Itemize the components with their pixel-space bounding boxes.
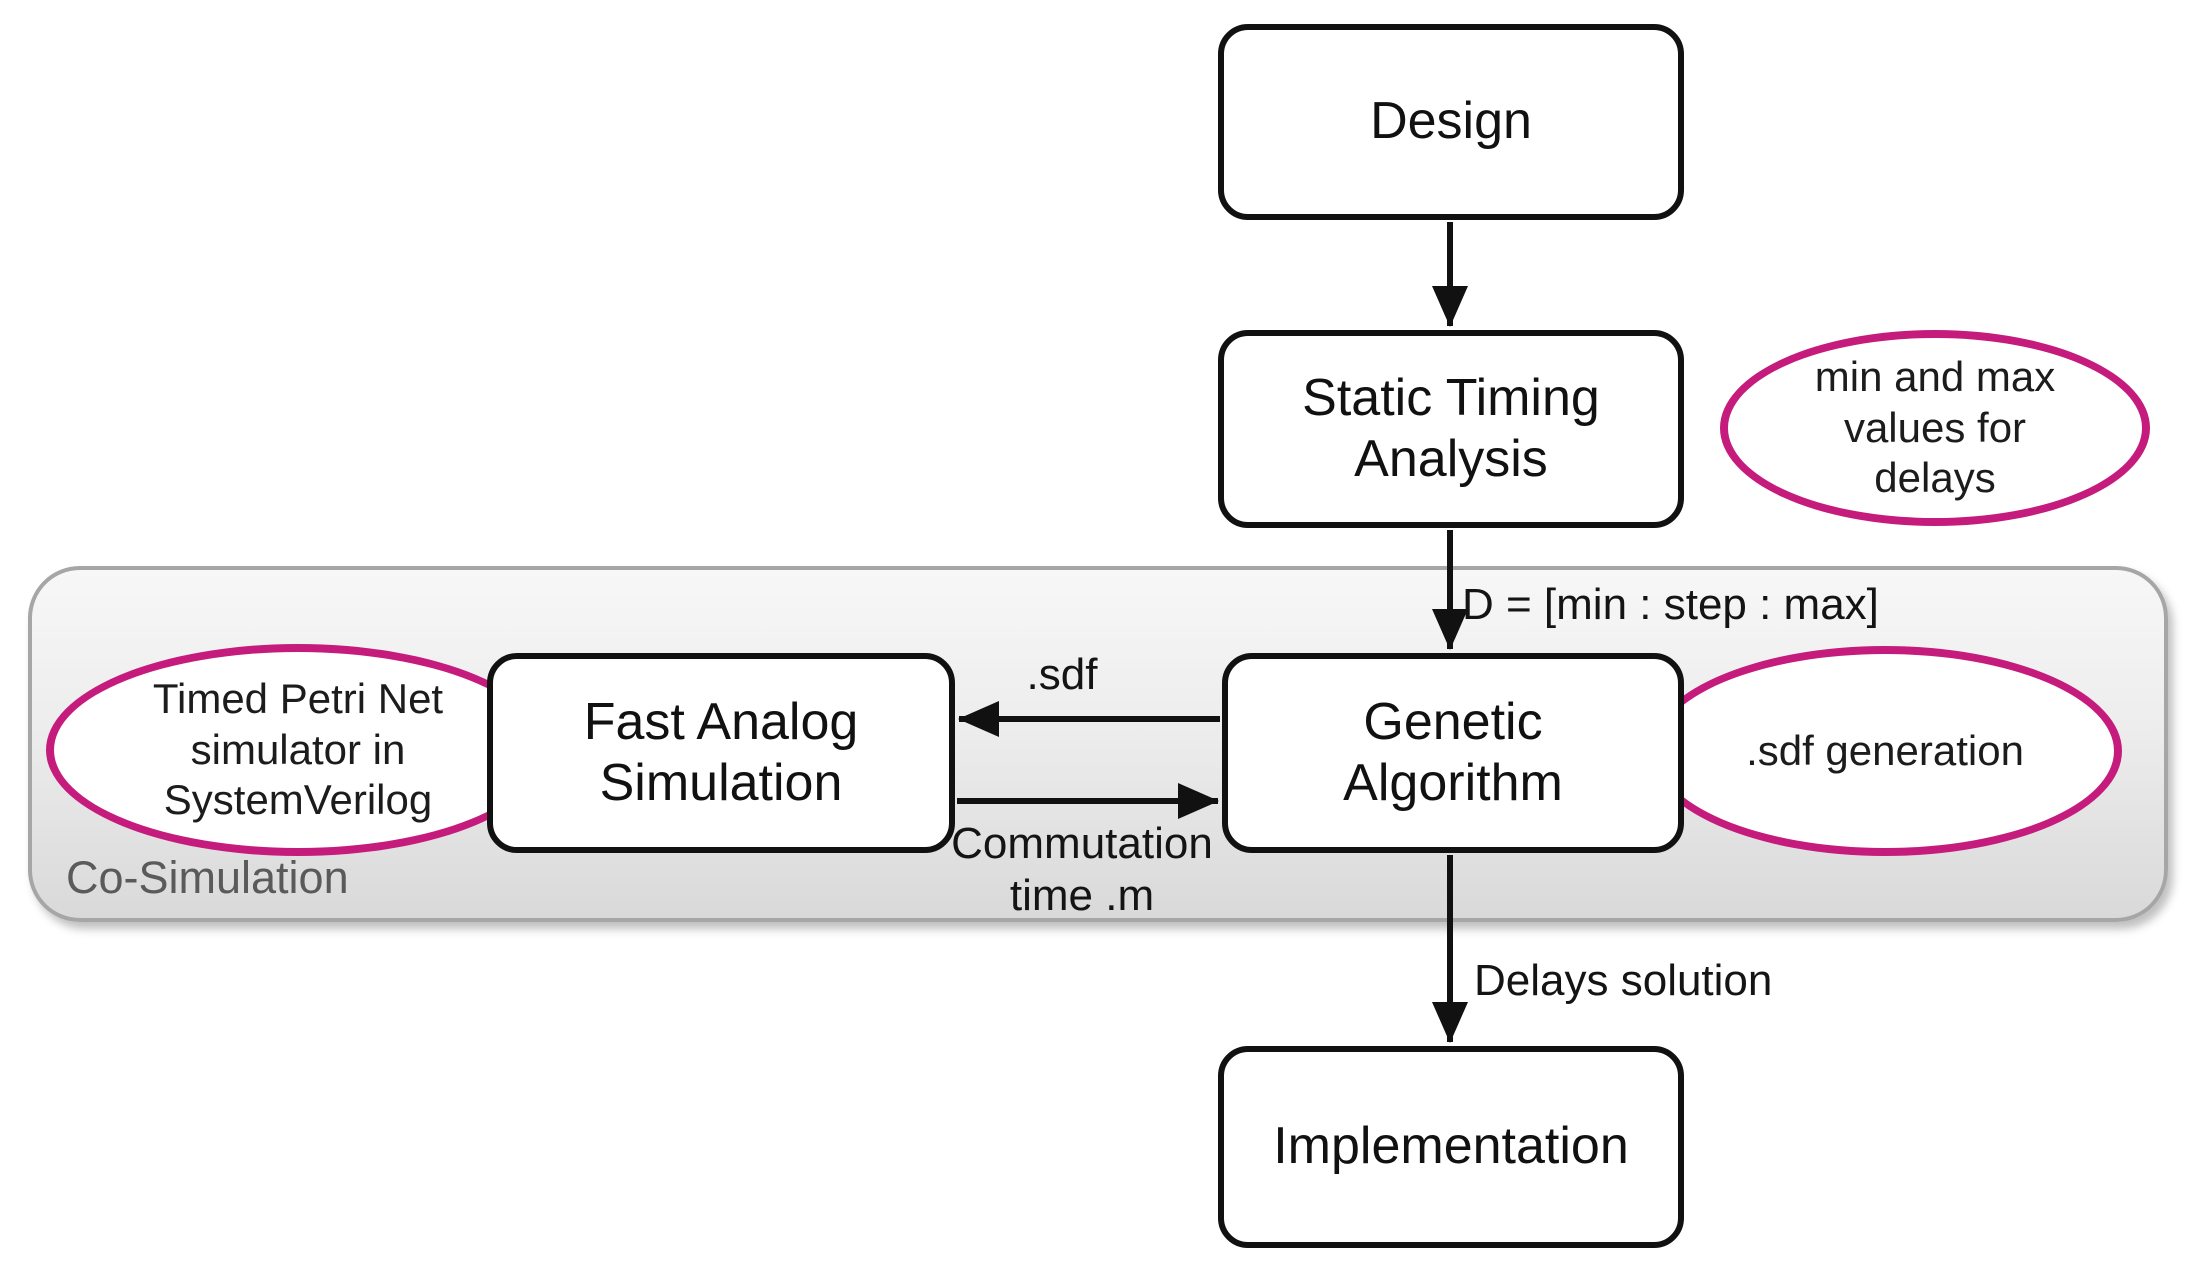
co-simulation-label: Co-Simulation [66,852,349,903]
node-static-timing-analysis-label: Static Timing Analysis [1302,368,1600,488]
edge-label-commutation-time: Commutation time .m [951,819,1213,920]
annotation-timed-petri-net: Timed Petri Net simulator in SystemVeril… [46,644,550,856]
node-design-label: Design [1370,92,1532,151]
edge-label-d-range: D = [min : step : max] [1462,580,1879,629]
node-fast-analog-simulation-label: Fast Analog Simulation [583,692,859,812]
node-genetic-algorithm: Genetic Algorithm [1222,653,1684,853]
annotation-sdf-generation-label: .sdf generation [1746,726,2024,774]
edge-label-delays-solution: Delays solution [1474,956,1773,1005]
node-design: Design [1218,24,1684,220]
annotation-sdf-generation: .sdf generation [1648,646,2122,856]
node-fast-analog-simulation: Fast Analog Simulation [487,653,955,853]
node-implementation-label: Implementation [1273,1117,1629,1176]
annotation-min-max-values-label: min and max values for delays [1814,353,2056,502]
annotation-timed-petri-net-label: Timed Petri Net simulator in SystemVeril… [152,675,444,824]
node-genetic-algorithm-label: Genetic Algorithm [1343,692,1563,812]
node-static-timing-analysis: Static Timing Analysis [1218,330,1684,528]
annotation-min-max-values: min and max values for delays [1720,330,2150,526]
edge-label-sdf: .sdf [1026,650,1098,699]
node-implementation: Implementation [1218,1046,1684,1248]
